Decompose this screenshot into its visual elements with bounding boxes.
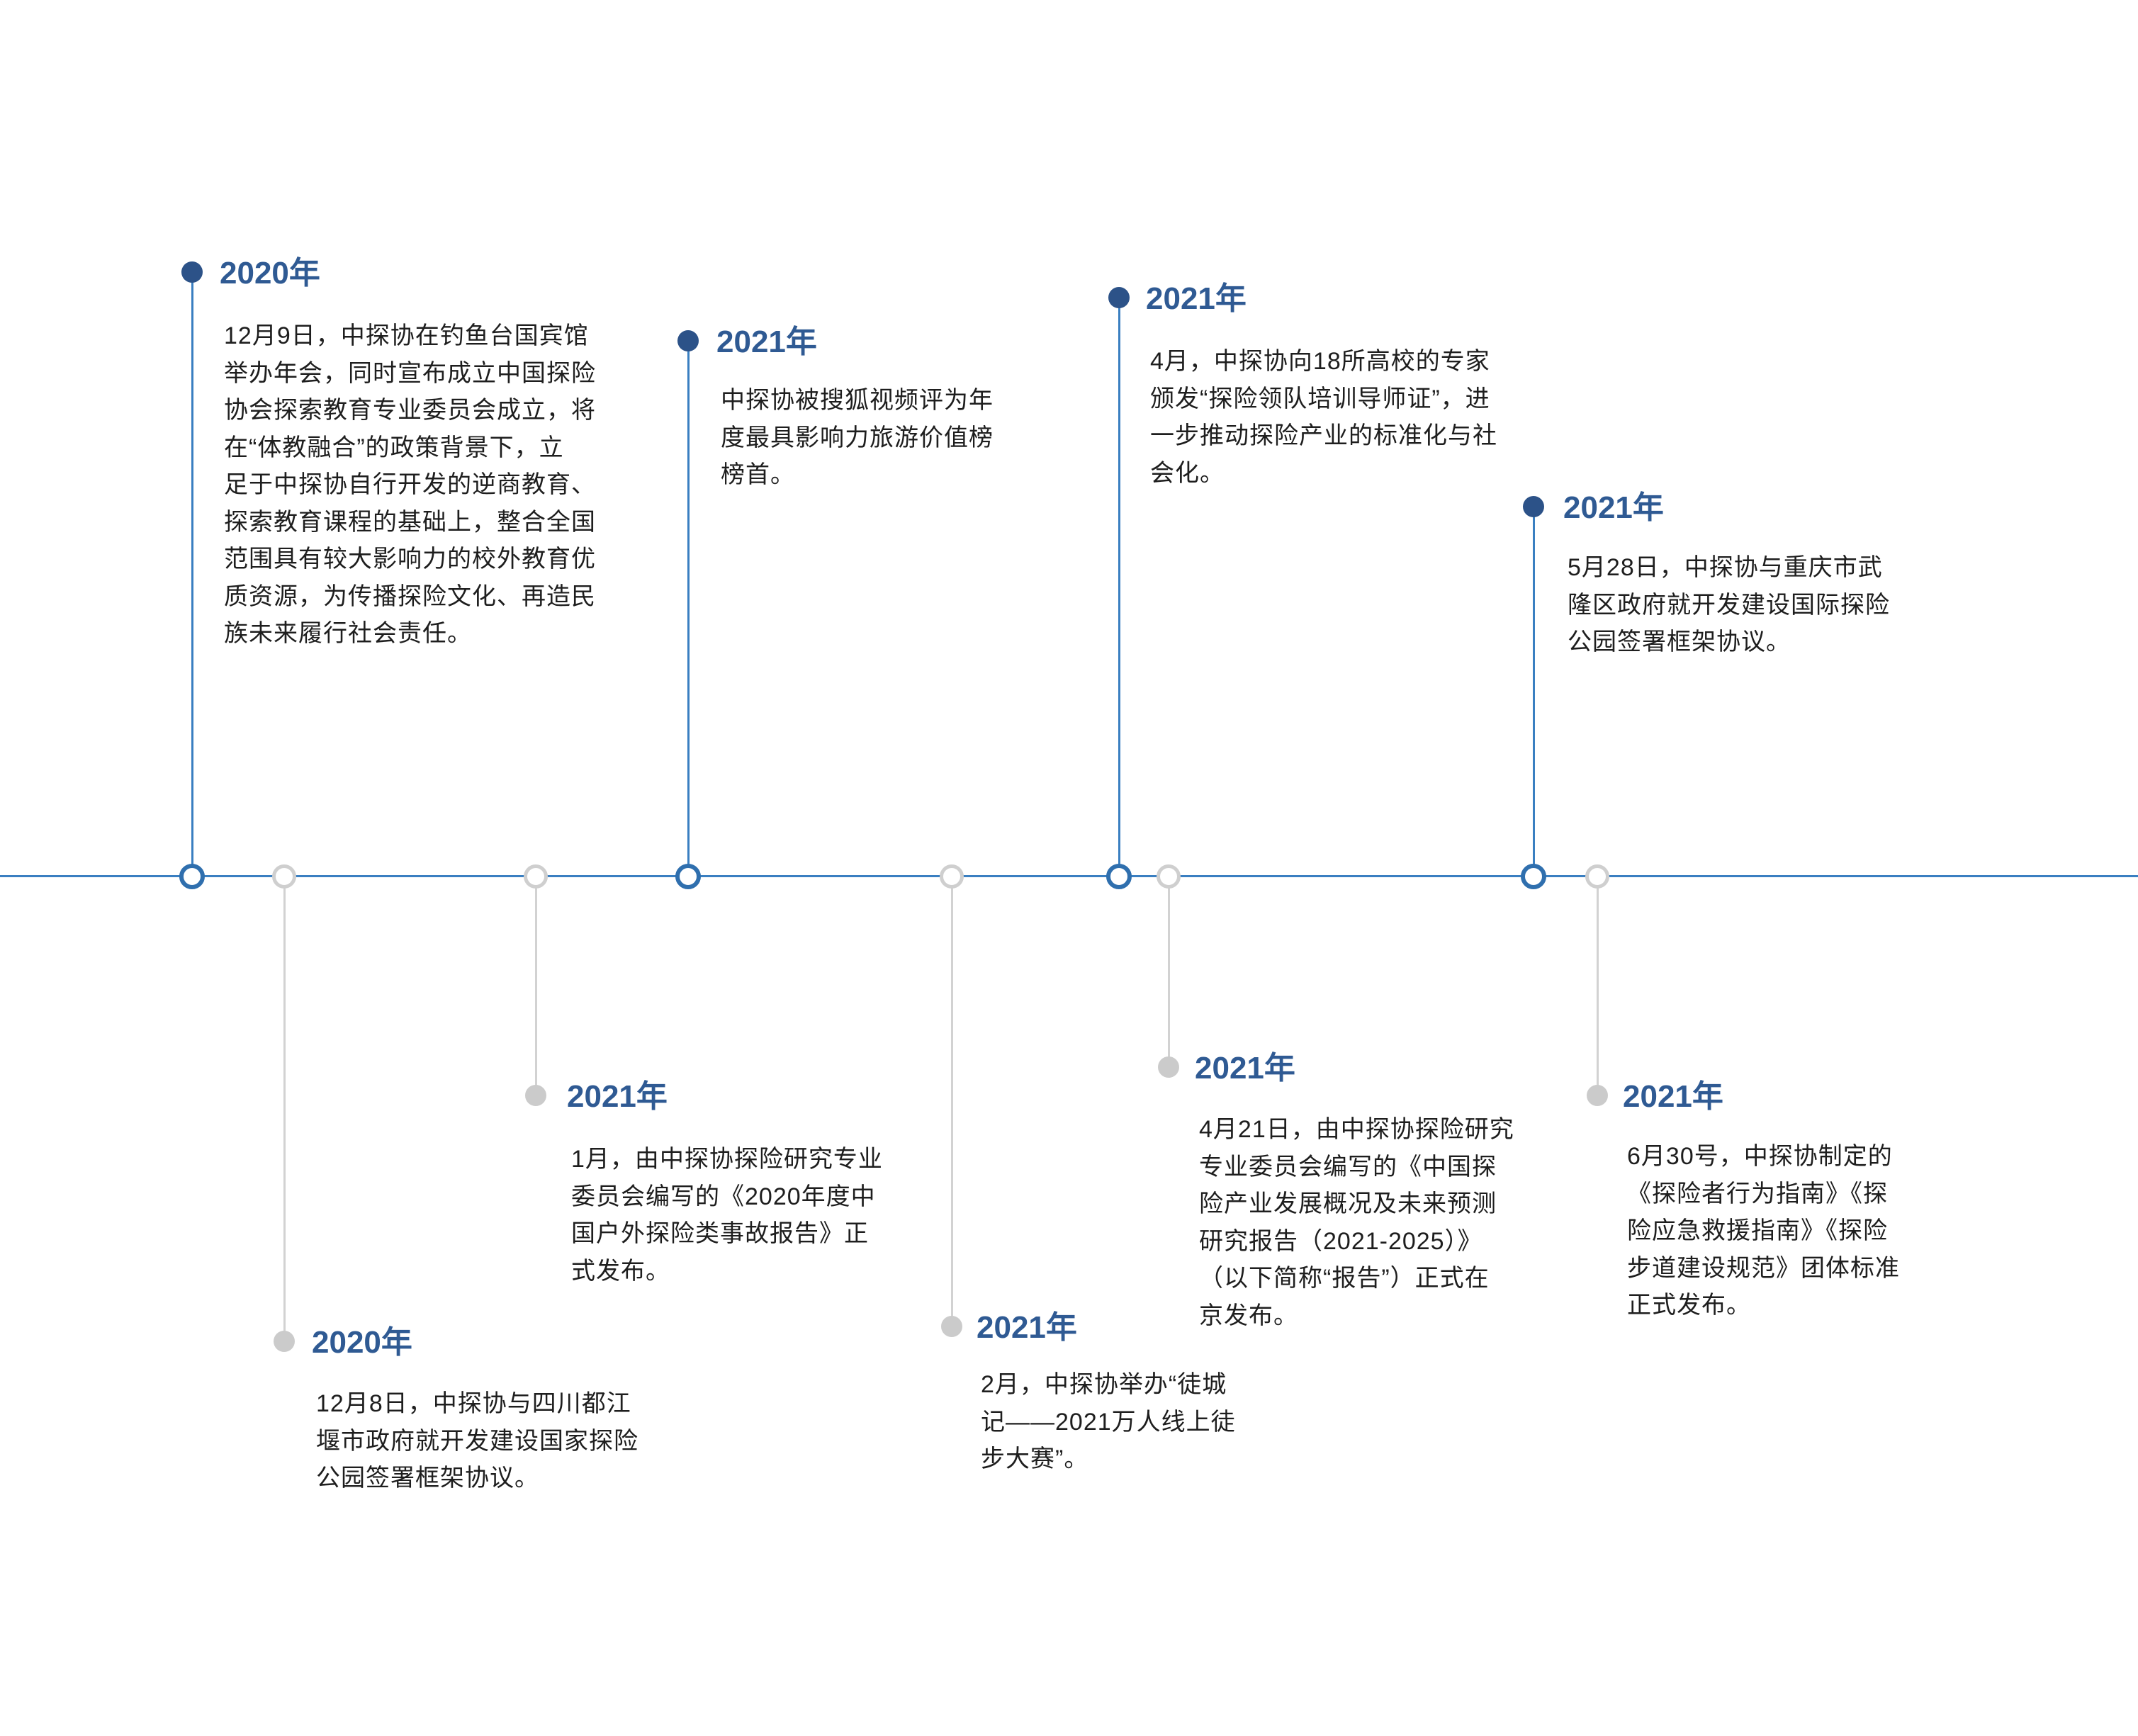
event-description: 6月30号，中探协制定的《探险者行为指南》《探险应急救援指南》《探险步道建设规范… xyxy=(1627,1138,1900,1324)
timeline-node xyxy=(940,864,964,889)
event-description-line: 度最具影响力旅游价值榜 xyxy=(721,424,994,451)
event-year: 2021年 xyxy=(1146,281,1247,316)
event-connector-line xyxy=(1168,877,1170,1067)
event-description-line: 1月，由中探协探险研究专业 xyxy=(571,1146,883,1173)
event-description-line: 6月30号，中探协制定的 xyxy=(1627,1143,1893,1170)
event-description-line: 险产业发展概况及未来预测 xyxy=(1199,1190,1497,1217)
event-year: 2021年 xyxy=(1195,1051,1295,1086)
event-description-line: 举办年会，同时宣布成立中国探险 xyxy=(224,359,596,387)
event-description: 4月，中探协向18所高校的专家颁发“探险领队培训导师证”，进一步推动探险产业的标… xyxy=(1150,343,1497,492)
event-marker-dot xyxy=(941,1316,962,1337)
event-year: 2021年 xyxy=(716,325,817,359)
event-description: 4月21日，由中探协探险研究专业委员会编写的《中国探险产业发展概况及未来预测研究… xyxy=(1199,1111,1514,1334)
event-connector-line xyxy=(1118,298,1120,877)
event-marker-dot xyxy=(274,1331,295,1352)
timeline-node xyxy=(675,864,701,889)
event-description-line: 足于中探协自行开发的逆商教育、 xyxy=(224,471,596,498)
event-description-line: 中探协被搜狐视频评为年 xyxy=(721,387,994,414)
event-year: 2021年 xyxy=(1623,1079,1723,1114)
timeline-node xyxy=(1585,864,1609,889)
event-description-line: 记——2021万人线上徒 xyxy=(981,1408,1236,1436)
event-year: 2021年 xyxy=(977,1310,1077,1345)
event-description-line: 委员会编写的《2020年度中 xyxy=(571,1183,876,1210)
event-description-line: 协会探索教育专业委员会成立，将 xyxy=(224,397,596,424)
timeline-node xyxy=(179,864,205,889)
event-description-line: （以下简称“报告”）正式在 xyxy=(1199,1265,1490,1292)
event-description-line: 探索教育课程的基础上，整合全国 xyxy=(224,508,596,536)
event-description-line: 榜首。 xyxy=(721,461,795,488)
timeline-node xyxy=(1521,864,1546,889)
event-description-line: 正式发布。 xyxy=(1627,1292,1751,1319)
event-description-line: 颁发“探险领队培训导师证”，进 xyxy=(1150,385,1490,412)
event-description-line: 公园签署框架协议。 xyxy=(1568,629,1791,655)
event-description-line: 《探险者行为指南》《探 xyxy=(1627,1180,1888,1207)
event-year: 2021年 xyxy=(567,1079,668,1114)
event-description: 5月28日，中探协与重庆市武隆区政府就开发建设国际探险公园签署框架协议。 xyxy=(1568,549,1890,661)
event-description-line: 一步推动探险产业的标准化与社 xyxy=(1150,422,1497,449)
event-description-line: 隆区政府就开发建设国际探险 xyxy=(1568,591,1890,619)
event-description-line: 族未来履行社会责任。 xyxy=(224,620,472,647)
timeline-axis xyxy=(0,875,2138,877)
event-description-line: 研究报告（2021-2025）》 xyxy=(1199,1227,1482,1255)
event-description: 1月，由中探协探险研究专业委员会编写的《2020年度中国户外探险类事故报告》正式… xyxy=(571,1141,883,1290)
event-year: 2021年 xyxy=(1563,490,1664,525)
event-description-line: 步道建设规范》团体标准 xyxy=(1627,1254,1900,1282)
event-year: 2020年 xyxy=(312,1325,412,1360)
event-description-line: 质资源，为传播探险文化、再造民 xyxy=(224,582,596,610)
event-description-line: 堰市政府就开发建设国家探险 xyxy=(316,1427,638,1455)
event-description: 12月8日，中探协与四川都江堰市政府就开发建设国家探险公园签署框架协议。 xyxy=(316,1385,638,1497)
event-description-line: 险应急救援指南》《探险 xyxy=(1627,1217,1888,1244)
event-marker-dot xyxy=(677,330,699,351)
event-marker-dot xyxy=(525,1085,546,1106)
event-connector-line xyxy=(283,877,286,1341)
event-description-line: 专业委员会编写的《中国探 xyxy=(1199,1153,1497,1180)
event-connector-line xyxy=(687,341,690,877)
event-description-line: 国户外探险类事故报告》正 xyxy=(571,1220,869,1247)
event-connector-line xyxy=(1597,877,1599,1095)
event-description: 2月，中探协举办“徒城记——2021万人线上徒步大赛”。 xyxy=(981,1366,1236,1478)
event-description-line: 式发布。 xyxy=(571,1257,670,1285)
timeline-node xyxy=(272,864,296,889)
event-connector-line xyxy=(191,272,193,877)
event-connector-line xyxy=(535,877,537,1095)
event-marker-dot xyxy=(1587,1085,1608,1106)
event-description-line: 步大赛”。 xyxy=(981,1445,1089,1472)
event-description-line: 在“体教融合”的政策背景下，立 xyxy=(224,434,564,461)
event-description-line: 京发布。 xyxy=(1199,1302,1298,1329)
timeline-node xyxy=(1157,864,1181,889)
event-connector-line xyxy=(951,877,953,1326)
event-description-line: 5月28日，中探协与重庆市武 xyxy=(1568,554,1883,581)
event-description-line: 会化。 xyxy=(1150,459,1225,487)
event-marker-dot xyxy=(181,261,203,283)
timeline-node xyxy=(1106,864,1132,889)
event-year: 2020年 xyxy=(220,256,320,291)
event-description-line: 4月，中探协向18所高校的专家 xyxy=(1150,348,1490,375)
event-description-line: 范围具有较大影响力的校外教育优 xyxy=(224,546,596,573)
timeline-node xyxy=(524,864,548,889)
event-marker-dot xyxy=(1158,1056,1179,1078)
event-description-line: 12月9日，中探协在钓鱼台国宾馆 xyxy=(224,322,589,349)
event-description: 中探协被搜狐视频评为年度最具影响力旅游价值榜榜首。 xyxy=(721,382,994,494)
event-marker-dot xyxy=(1108,287,1130,308)
event-description: 12月9日，中探协在钓鱼台国宾馆举办年会，同时宣布成立中国探险协会探索教育专业委… xyxy=(224,317,596,653)
event-description-line: 4月21日，由中探协探险研究 xyxy=(1199,1116,1514,1143)
event-connector-line xyxy=(1533,507,1535,877)
event-marker-dot xyxy=(1523,496,1544,517)
event-description-line: 2月，中探协举办“徒城 xyxy=(981,1371,1227,1398)
event-description-line: 12月8日，中探协与四川都江 xyxy=(316,1390,631,1417)
event-description-line: 公园签署框架协议。 xyxy=(316,1465,539,1492)
